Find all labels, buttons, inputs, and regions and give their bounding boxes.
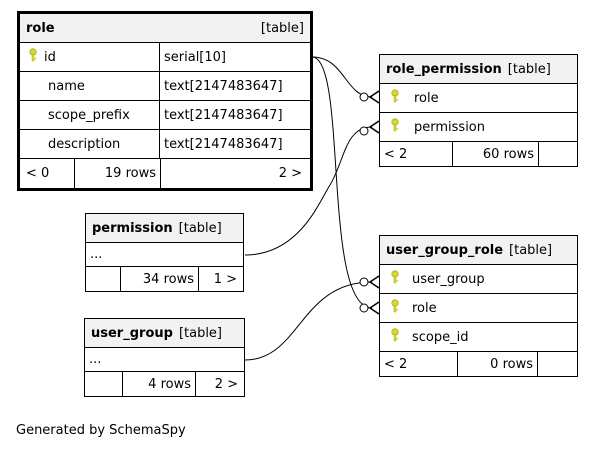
table-footer: < 2 60 rows [380,142,577,166]
table-name: user_group_role [386,242,504,258]
column-name: description [20,130,160,158]
children-link[interactable]: 1 > [213,271,237,287]
table-row[interactable]: description text[2147483647] [20,130,310,159]
many-marker [368,301,380,315]
children-link[interactable]: 2 > [214,376,238,392]
key-icon [26,48,40,66]
parents-link[interactable] [85,372,123,396]
table-row[interactable]: scope_id [380,323,577,352]
column-name: id [44,49,56,65]
table-type: [table] [507,61,551,77]
table-type: [table] [509,242,553,258]
collapsed-columns: ... [89,352,102,367]
table-name: role_permission [386,61,502,77]
table-permission[interactable]: permission [table] ... 34 rows 1 > [85,213,244,292]
row-count: 60 rows [453,142,539,166]
column-name: permission [414,119,485,135]
row-count: 4 rows [123,372,196,396]
optional-marker [359,303,369,313]
key-icon [388,89,402,107]
table-type: [table] [178,325,223,341]
table-footer: 4 rows 2 > [85,372,244,396]
table-row[interactable]: role [380,294,577,323]
edge-user-group-to-user-group-role-user-group [244,281,373,361]
table-row[interactable]: user_group [380,265,577,294]
row-count: 19 rows [75,159,161,188]
table-header: role [table] [20,14,310,43]
key-icon [388,328,402,346]
table-footer: < 0 19 rows 2 > [20,159,310,188]
table-header: permission [table] [86,214,243,243]
column-name: name [20,72,160,100]
table-row[interactable]: permission [380,113,577,142]
column-name: scope_id [412,329,469,345]
table-row[interactable]: role [380,84,577,113]
column-type: serial[10] [164,49,226,65]
column-type: text[2147483647] [164,107,283,123]
table-user-group-role[interactable]: user_group_role [table] user_group role … [379,235,578,377]
key-icon [388,299,402,317]
optional-marker [359,126,369,136]
column-type: text[2147483647] [164,78,283,94]
table-header: user_group [table] [85,319,244,348]
table-row[interactable]: ... [86,243,243,267]
table-name: user_group [91,325,173,341]
parents-link[interactable] [86,267,121,291]
children-link[interactable]: 2 > [278,166,302,181]
many-marker [368,275,380,289]
table-row[interactable]: ... [85,348,244,372]
children-link[interactable] [539,142,577,166]
table-row[interactable]: id serial[10] [20,43,310,72]
column-name: role [414,90,439,106]
edge-role-id-to-role-permission-role [311,56,373,98]
table-role[interactable]: role [table] id serial[10] name text[214… [17,11,313,191]
row-count: 34 rows [121,267,199,291]
many-marker [368,90,380,104]
table-footer: 34 rows 1 > [86,267,243,291]
edge-permission-to-role-permission-permission [244,126,373,256]
edge-role-id-to-user-group-role-role [311,56,373,309]
table-row[interactable]: name text[2147483647] [20,72,310,101]
key-icon [388,270,402,288]
column-name: role [412,300,437,316]
parents-link[interactable]: < 0 [20,159,75,188]
table-footer: < 2 0 rows [380,352,577,376]
column-name: scope_prefix [20,101,160,129]
optional-marker [359,92,369,102]
many-marker [368,120,380,134]
table-header: user_group_role [table] [380,236,577,265]
generated-by-label: Generated by SchemaSpy [16,423,186,438]
key-icon [388,118,402,136]
table-row[interactable]: scope_prefix text[2147483647] [20,101,310,130]
table-type: [table] [178,220,222,236]
table-name: permission [92,220,173,236]
table-type: [table] [260,20,304,36]
table-name: role [26,20,55,36]
table-header: role_permission [table] [380,55,577,84]
optional-marker [359,277,369,287]
table-role-permission[interactable]: role_permission [table] role permission … [379,54,578,167]
children-link[interactable] [538,352,577,376]
column-name: user_group [412,271,485,287]
column-type: text[2147483647] [164,136,283,152]
collapsed-columns: ... [90,247,103,262]
parents-link[interactable]: < 2 [380,142,453,166]
row-count: 0 rows [458,352,538,376]
parents-link[interactable]: < 2 [380,352,458,376]
table-user-group[interactable]: user_group [table] ... 4 rows 2 > [84,318,245,397]
